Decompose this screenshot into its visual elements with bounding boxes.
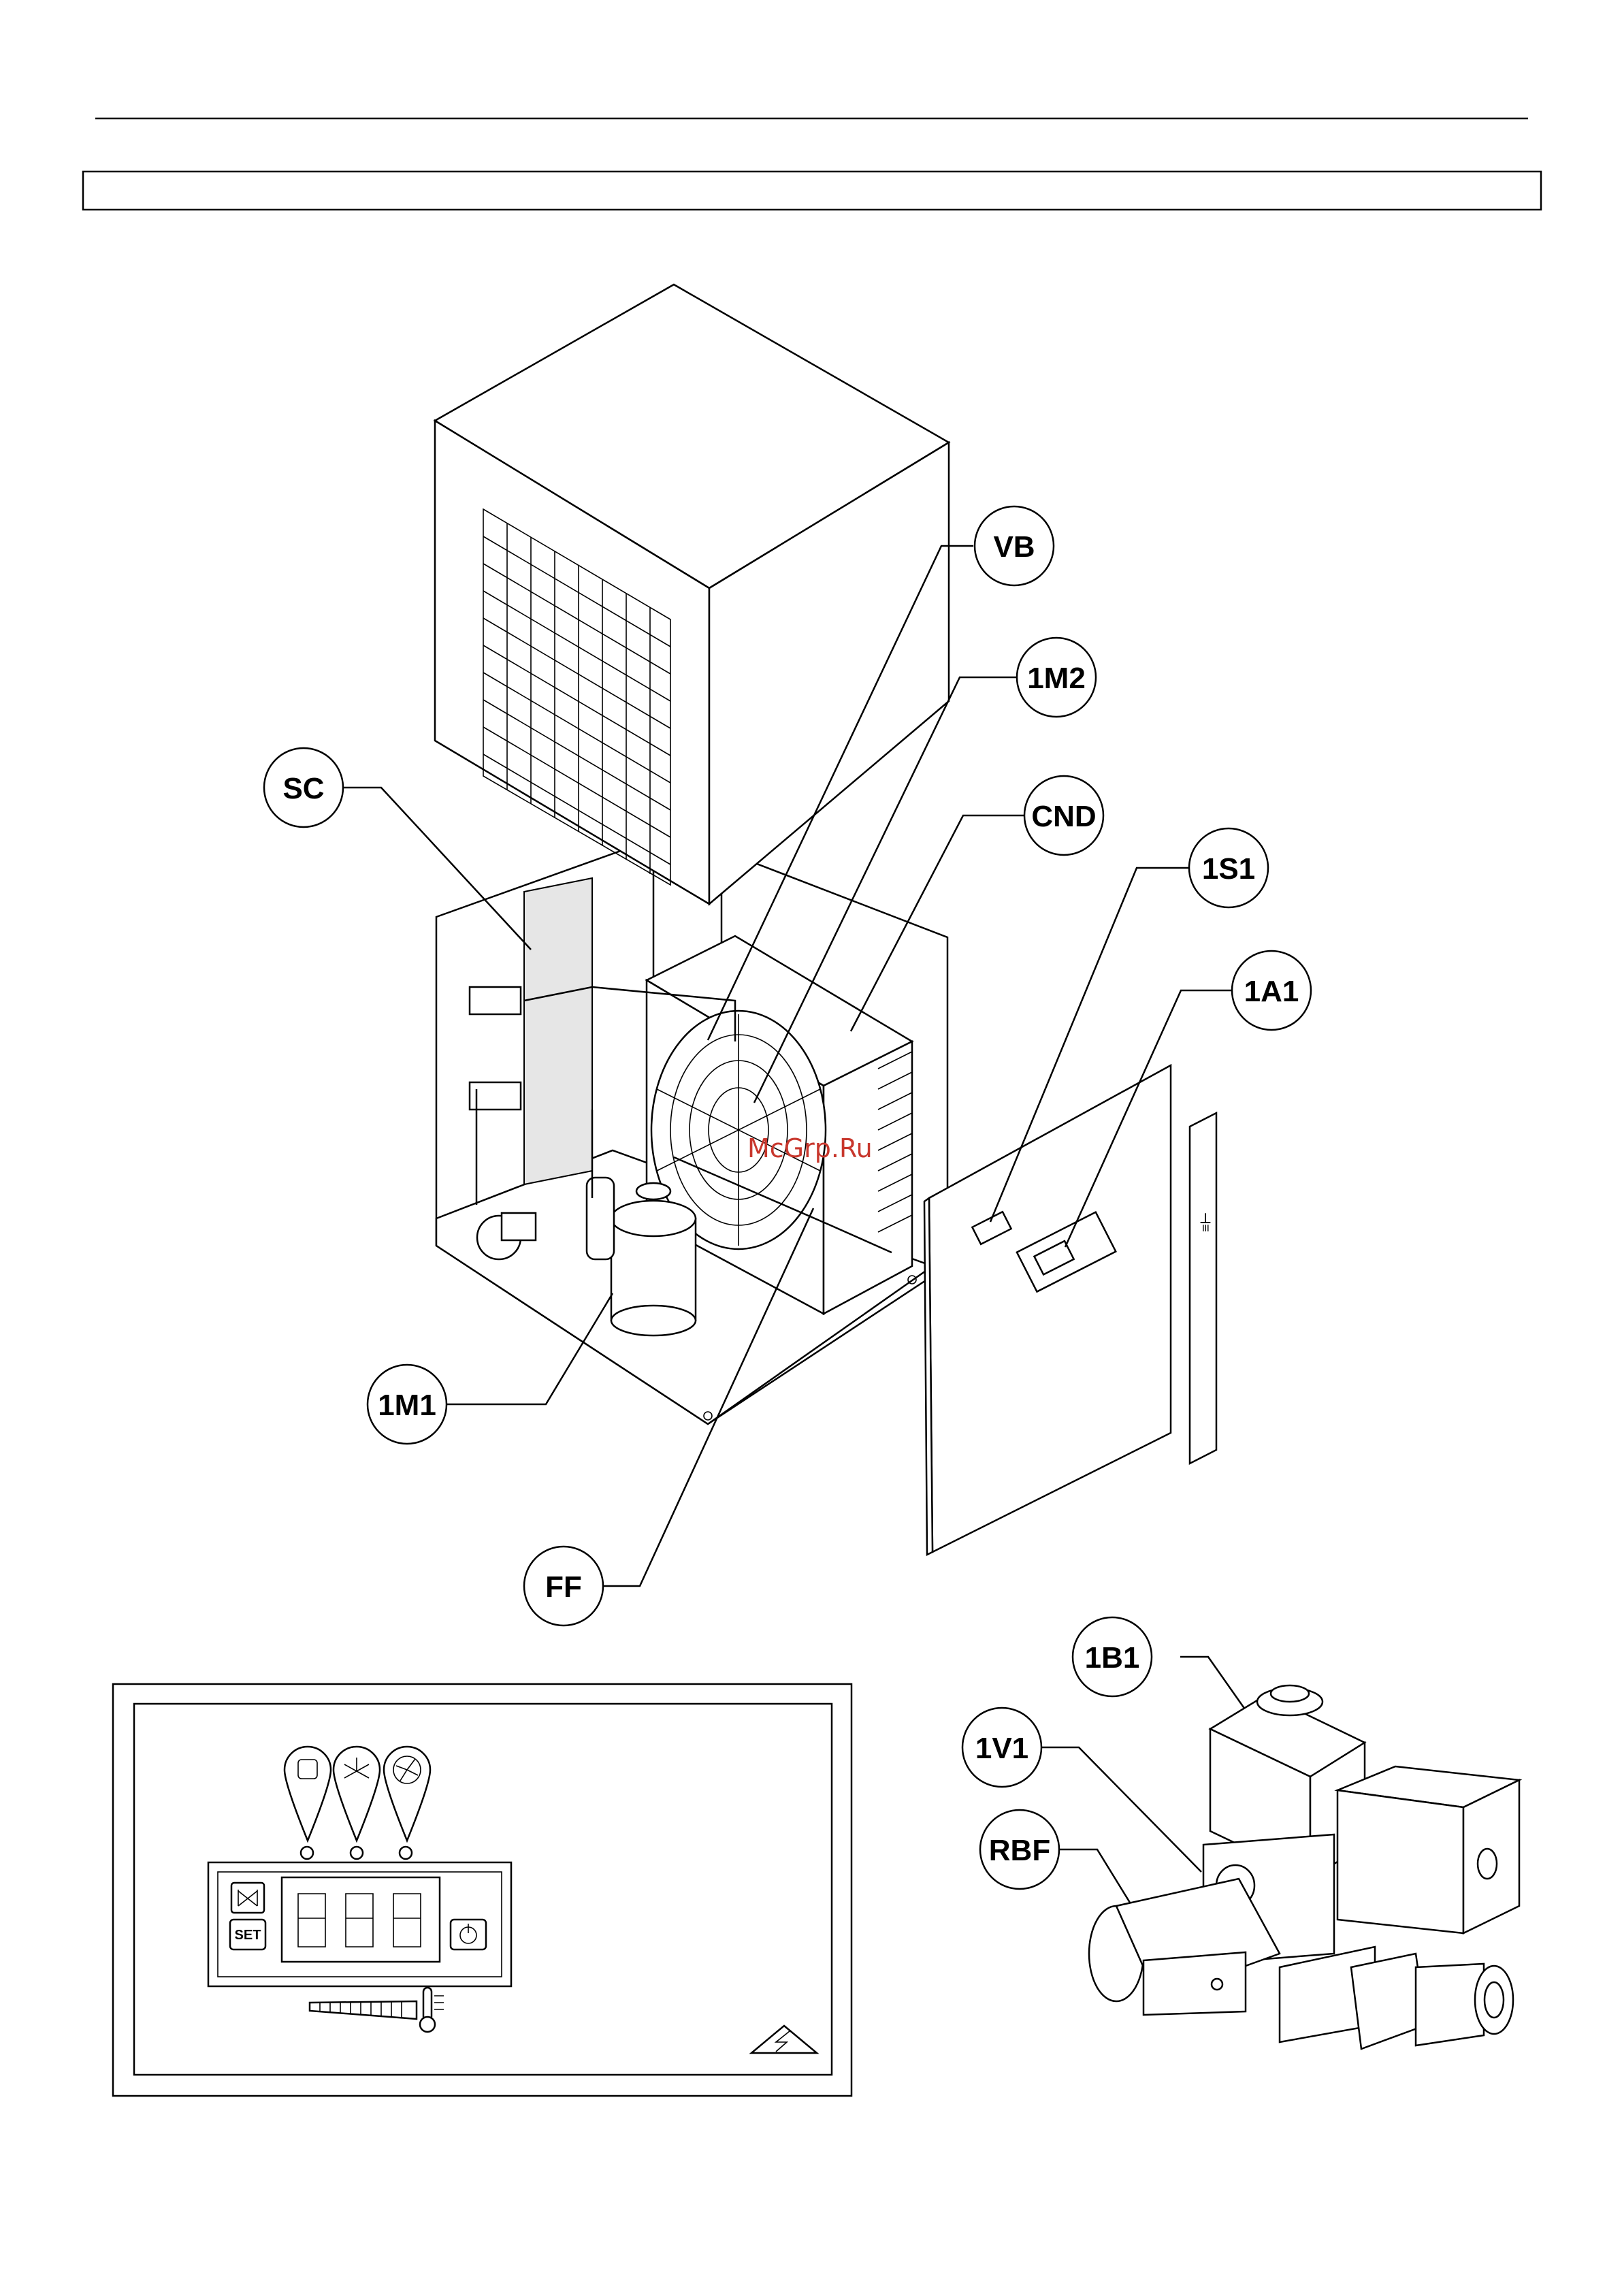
solenoid-valve-assembly (1089, 1685, 1519, 2049)
callout-1s1-label: 1S1 (1202, 852, 1255, 886)
front-door-panel (924, 1065, 1171, 1555)
defrost-button[interactable] (231, 1883, 264, 1913)
callout-cnd-label: CND (1031, 800, 1096, 833)
control-panel: SET (113, 1684, 851, 2096)
callout-rbf-label: RBF (989, 1834, 1050, 1867)
callout-1b1: 1B1 (1073, 1617, 1152, 1696)
fan-led (400, 1847, 412, 1859)
callout-1a1: 1A1 (1232, 951, 1311, 1030)
callout-cnd: CND (1024, 776, 1103, 855)
top-cover (435, 285, 949, 904)
callout-sc-label: SC (282, 772, 324, 805)
callout-1v1: 1V1 (962, 1708, 1041, 1787)
title-frame (83, 172, 1541, 210)
dryer-unit (435, 285, 949, 1424)
callout-vb-label: VB (993, 530, 1035, 564)
set-button[interactable]: SET (230, 1920, 265, 1950)
coil-connector (1337, 1766, 1519, 1933)
hot-gas-valve (502, 1213, 536, 1240)
callout-sc: SC (264, 748, 343, 827)
receiver-tank (587, 1178, 614, 1259)
callout-ff: FF (524, 1547, 603, 1626)
callout-1v1-label: 1V1 (975, 1732, 1028, 1765)
callout-1m1: 1M1 (368, 1365, 447, 1444)
seven-segment-display (282, 1877, 440, 1962)
side-strip-logo: ≡⊢ (1199, 1212, 1214, 1232)
callout-1b1-label: 1B1 (1085, 1641, 1140, 1675)
callout-1a1-label: 1A1 (1244, 975, 1299, 1008)
callout-1s1: 1S1 (1189, 828, 1268, 907)
compressor (611, 1183, 696, 1336)
callout-vb: VB (975, 506, 1054, 585)
watermark: McGrp.Ru (747, 1133, 873, 1163)
power-button[interactable] (451, 1920, 486, 1950)
set-button-label: SET (235, 1928, 261, 1943)
callout-ff-label: FF (545, 1570, 582, 1604)
side-strip-panel (1190, 1113, 1216, 1464)
callout-1m2-label: 1M2 (1027, 662, 1086, 695)
ball-valve-handle (1143, 1952, 1246, 2015)
compressor-led (301, 1847, 313, 1859)
valve-led (351, 1847, 363, 1859)
callout-1m1-label: 1M1 (378, 1389, 436, 1422)
callout-rbf: RBF (980, 1810, 1059, 1889)
pipe-fitting (1280, 1947, 1513, 2049)
callout-1m2: 1M2 (1017, 638, 1096, 717)
